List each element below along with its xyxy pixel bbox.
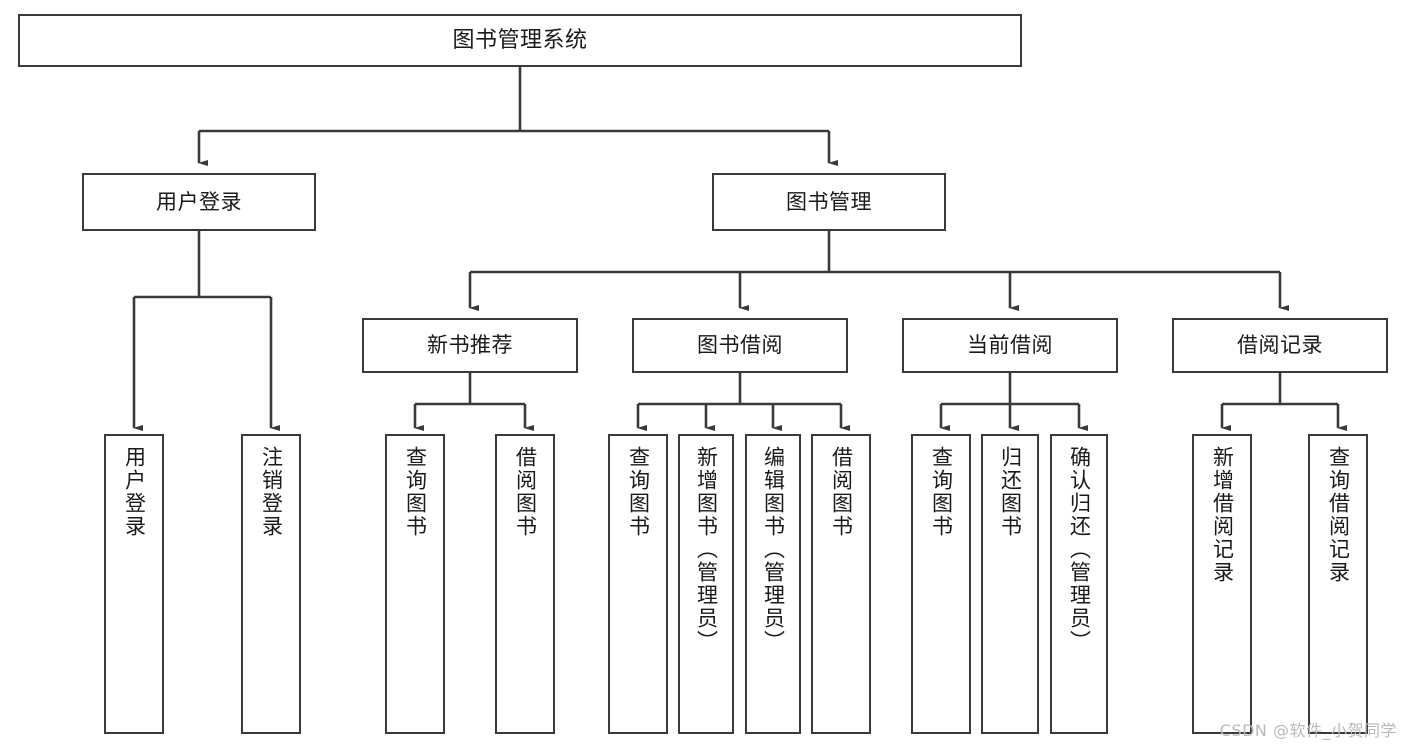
node-leaf-add-record[interactable]: 新增借阅记录 [1192,434,1252,734]
node-leaf-user-login-label: 用户登录 [122,446,147,538]
node-leaf-borrow-book-1[interactable]: 借阅图书 [495,434,555,734]
node-leaf-return-book-label: 归还图书 [998,446,1023,538]
node-leaf-return-book[interactable]: 归还图书 [981,434,1039,734]
node-new-book-recommend-label: 新书推荐 [427,333,513,358]
node-leaf-query-record[interactable]: 查询借阅记录 [1308,434,1368,734]
node-leaf-user-logout[interactable]: 注销登录 [241,434,301,734]
node-leaf-query-book-3[interactable]: 查询图书 [911,434,971,734]
node-leaf-query-book-2[interactable]: 查询图书 [608,434,668,734]
node-leaf-user-login[interactable]: 用户登录 [104,434,164,734]
node-new-book-recommend[interactable]: 新书推荐 [362,318,578,373]
node-book-manage-label: 图书管理 [786,189,872,214]
node-leaf-confirm-return[interactable]: 确认归还（管理员） [1050,434,1108,734]
node-leaf-edit-book[interactable]: 编辑图书（管理员） [745,434,801,734]
node-leaf-query-book-1[interactable]: 查询图书 [385,434,445,734]
csdn-watermark: CSDN @软件_小贺同学 [1219,721,1397,740]
node-leaf-add-record-label: 新增借阅记录 [1210,446,1235,584]
node-leaf-borrow-book-2-label: 借阅图书 [829,446,854,538]
node-leaf-borrow-book-2[interactable]: 借阅图书 [811,434,871,734]
node-leaf-query-book-2-label: 查询图书 [626,446,651,538]
node-leaf-add-book[interactable]: 新增图书（管理员） [678,434,734,734]
node-leaf-borrow-book-1-label: 借阅图书 [513,446,538,538]
node-user-login-label: 用户登录 [156,189,242,214]
node-leaf-edit-book-label: 编辑图书（管理员） [761,446,786,653]
node-root-label: 图书管理系统 [452,27,588,53]
node-book-borrow[interactable]: 图书借阅 [632,318,848,373]
node-borrow-record[interactable]: 借阅记录 [1172,318,1388,373]
node-leaf-query-record-label: 查询借阅记录 [1326,446,1351,584]
node-user-login[interactable]: 用户登录 [82,173,316,231]
node-book-borrow-label: 图书借阅 [697,333,783,358]
node-current-borrow-label: 当前借阅 [967,333,1053,358]
node-leaf-add-book-label: 新增图书（管理员） [694,446,719,653]
node-borrow-record-label: 借阅记录 [1237,333,1323,358]
node-leaf-query-book-1-label: 查询图书 [403,446,428,538]
node-current-borrow[interactable]: 当前借阅 [902,318,1118,373]
node-leaf-query-book-3-label: 查询图书 [929,446,954,538]
node-leaf-confirm-return-label: 确认归还（管理员） [1067,446,1092,653]
node-leaf-user-logout-label: 注销登录 [259,446,284,538]
node-root-system[interactable]: 图书管理系统 [18,14,1022,67]
node-book-manage[interactable]: 图书管理 [712,173,946,231]
